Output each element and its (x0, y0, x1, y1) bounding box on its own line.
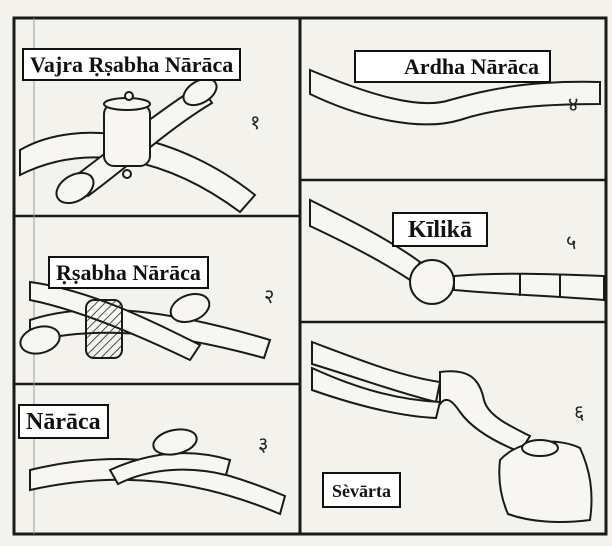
panel-numeral-1: १ (250, 108, 260, 135)
label-rsabha-naraca: Ṛṣabha Nārāca (48, 256, 209, 289)
panel-numeral-5: ५ (566, 228, 576, 255)
panel-numeral-2: २ (264, 282, 274, 309)
label-vajra-rsabha-naraca: Vajra Ṛṣabha Nārāca (22, 48, 241, 81)
label-sevarta: Sèvārta (322, 472, 401, 508)
panel-numeral-4: ४ (568, 90, 578, 117)
panel-numeral-3: ३ (258, 430, 268, 457)
label-naraca: Nārāca (18, 404, 109, 439)
label-ardha-naraca: Ardha Nārāca (354, 50, 551, 83)
label-kilika: Kīlikā (392, 212, 488, 247)
panel-numeral-6: ६ (574, 398, 584, 425)
